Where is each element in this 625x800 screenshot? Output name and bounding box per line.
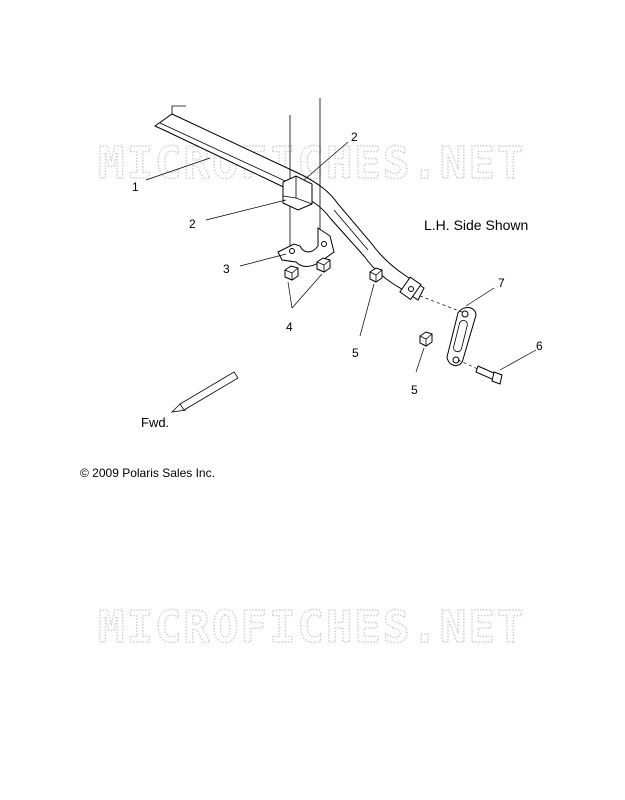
callout-4: 4 <box>286 320 293 334</box>
side-note: L.H. Side Shown <box>424 217 528 233</box>
bolt <box>475 365 503 385</box>
callout-6: 6 <box>536 339 543 353</box>
forward-label: Fwd. <box>141 415 169 430</box>
watermark-bottom: MICROFICHES.NET <box>98 602 525 653</box>
bracket <box>277 227 335 267</box>
nut-left <box>284 265 299 281</box>
nut-upper <box>369 267 383 283</box>
callout-5-upper: 5 <box>352 346 359 360</box>
callout-3: 3 <box>223 262 230 276</box>
callout-2-lower: 2 <box>189 217 196 231</box>
sway-bar-link <box>446 307 477 367</box>
callout-7: 7 <box>498 276 505 290</box>
callout-5-lower: 5 <box>411 383 418 397</box>
leader-lines <box>145 141 537 373</box>
callout-2-upper: 2 <box>351 130 358 144</box>
callout-1: 1 <box>132 180 139 194</box>
assembly-line-bar-link <box>419 295 463 313</box>
sway-bar <box>154 105 425 301</box>
assembly-line-bolt <box>457 359 481 371</box>
nut-lower <box>419 331 433 347</box>
nut-right <box>316 257 331 273</box>
copyright-text: © 2009 Polaris Sales Inc. <box>80 466 215 480</box>
forward-arrow-icon <box>170 371 239 413</box>
bushing <box>282 175 313 211</box>
